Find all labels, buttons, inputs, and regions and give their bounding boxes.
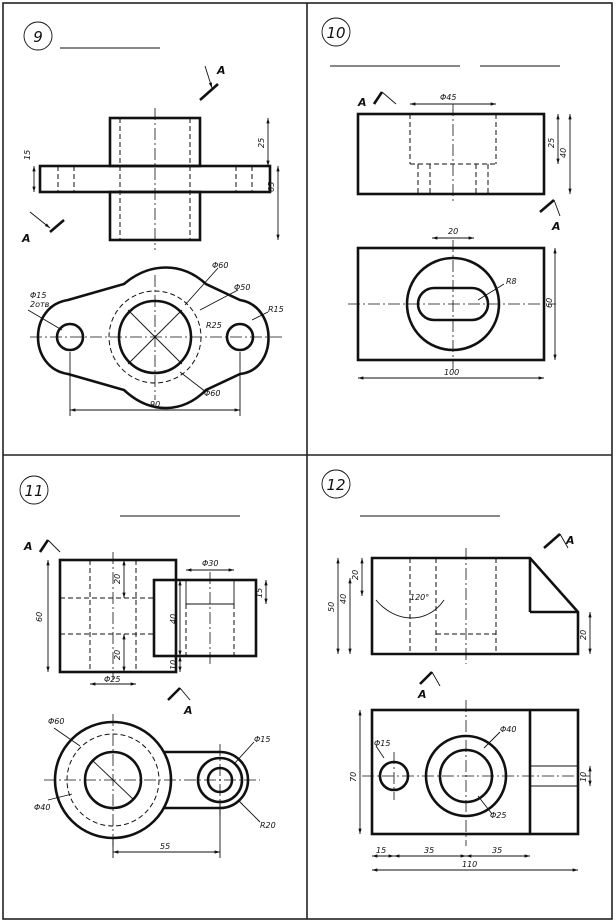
dim-15: 15: [255, 588, 264, 598]
dim-25: 25: [257, 138, 266, 148]
panel-10-number: 10: [326, 24, 345, 42]
panel-10-top-view: [348, 240, 556, 370]
dim-20-top: 20: [113, 574, 122, 584]
dim-15: 15: [23, 150, 32, 160]
panel-11-number: 11: [24, 482, 43, 500]
panel-9-top-view: [30, 266, 282, 410]
dim-100: 100: [444, 368, 459, 377]
dim-20: 20: [448, 227, 458, 236]
panel-9-number: 9: [33, 28, 43, 46]
cut-label-bottom: A: [417, 688, 427, 701]
dim-110: 110: [462, 860, 477, 869]
dim-d40: Φ40: [34, 803, 50, 812]
dim-w35-left: 35: [424, 846, 434, 855]
dim-r25: R25: [206, 321, 222, 330]
dim-20-top: 20: [351, 570, 360, 580]
dim-120deg: 120°: [410, 593, 429, 602]
cut-label-top: A: [216, 64, 226, 77]
dim-10: 10: [169, 660, 178, 670]
dim-55: 55: [160, 842, 170, 851]
dim-r20: R20: [260, 821, 276, 830]
dim-d45: Φ45: [440, 93, 456, 102]
panel-12-number-badge: [321, 469, 351, 499]
panel-12: 12 50 40 20 120° 20 A A: [321, 469, 592, 872]
dim-65: 65: [267, 182, 276, 192]
dim-d60-top: Φ60: [212, 261, 228, 270]
dim-holes: 2отв.: [30, 300, 52, 309]
dim-60: 60: [35, 612, 44, 622]
dim-r15: R15: [268, 305, 284, 314]
panel-9-number-badge: [23, 21, 53, 51]
cut-label-top: A: [357, 96, 367, 109]
cut-label-top: A: [565, 534, 575, 547]
dim-d60: Φ60: [48, 717, 64, 726]
dim-w35-right: 35: [492, 846, 502, 855]
cut-label-bottom: A: [551, 220, 561, 233]
cut-label-bottom: A: [183, 704, 193, 717]
panel-11-top-view: [44, 714, 260, 846]
dim-d40: Φ40: [500, 725, 516, 734]
panel-10-number-badge: [321, 17, 351, 47]
panel-10-front-view: [356, 104, 546, 204]
panel-12-top-view: [362, 700, 590, 846]
dim-90: 90: [150, 400, 160, 409]
panel-12-front-view: [370, 548, 580, 664]
dim-70: 70: [349, 772, 358, 782]
dim-d25: Φ25: [490, 811, 506, 820]
dim-d15: Φ15: [374, 739, 390, 748]
dim-d15: Φ15: [254, 735, 270, 744]
panel-9-front-view: [38, 108, 272, 250]
dim-50: 50: [327, 602, 336, 612]
dim-d30: Φ30: [202, 559, 218, 568]
dim-10: 10: [579, 772, 588, 782]
panel-12-number: 12: [326, 476, 345, 494]
dim-d60-bottom: Φ60: [204, 389, 220, 398]
dim-20-bottom: 20: [113, 650, 122, 660]
panel-9: 9 15 25 65 A A: [21, 21, 284, 416]
dim-40: 40: [339, 594, 348, 604]
dim-20-right: 20: [579, 630, 588, 640]
dim-40: 40: [169, 614, 178, 624]
panel-11: 11 60 20 20 Φ30 15 40 10: [19, 475, 276, 858]
dim-d25: Φ25: [104, 675, 120, 684]
panel-11-front-view: [58, 552, 258, 680]
panel-10: 10 Φ45 25 40 A A: [321, 17, 572, 380]
dim-r8: R8: [506, 277, 517, 286]
cut-label-top: A: [23, 540, 33, 553]
dim-60: 60: [545, 298, 554, 308]
dim-40: 40: [559, 148, 568, 158]
dim-d50: Φ50: [234, 283, 250, 292]
panel-11-number-badge: [19, 475, 49, 505]
dim-w15: 15: [376, 846, 386, 855]
cut-label-bottom: A: [21, 232, 31, 245]
dim-d15: Φ15: [30, 291, 46, 300]
dim-25: 25: [547, 138, 556, 148]
